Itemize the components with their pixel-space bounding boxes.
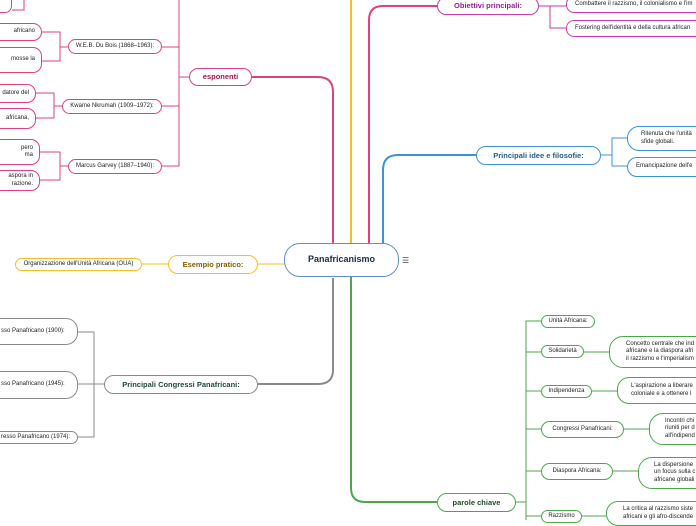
trunk-purple bbox=[368, 5, 437, 244]
idea-2[interactable]: Emancipazione dell'e bbox=[627, 157, 696, 177]
keyword-indipendenza-label: Indipendenza bbox=[548, 387, 585, 394]
branch-obiettivi-label: Obiettivi principali: bbox=[454, 1, 522, 11]
note-indipendenza-text: L'aspirazione a liberare coloniale e a o… bbox=[631, 383, 693, 397]
obiettivo-1[interactable]: Combattere il razzismo, il colonialismo … bbox=[566, 0, 696, 13]
person-dubois[interactable]: W.E.B. Du Bois (1868–1963): bbox=[68, 39, 162, 54]
central-topic[interactable]: Panafricanismo bbox=[284, 243, 399, 277]
note-solidarieta-text: Concetto centrale che ind africane e la … bbox=[626, 340, 695, 362]
branch-esempio[interactable]: Esempio pratico: bbox=[168, 255, 258, 274]
keyword-solidarieta-label: Solidarietà bbox=[548, 347, 577, 354]
note-congressi-text: Incontri chi riuniti per d all'indipend bbox=[665, 417, 695, 439]
top-left-cut-node[interactable] bbox=[0, 0, 12, 13]
note-diaspora[interactable]: La dispersione un focus sulla c africane… bbox=[638, 457, 696, 489]
note-garvey-1-text: pero ma bbox=[20, 144, 33, 159]
branch-idee[interactable]: Principali idee e filosofie: bbox=[476, 146, 601, 165]
note-garvey-2-text: aspora in razione. bbox=[8, 173, 33, 187]
obiettivo-2-text: Fostering dell'identità e della cultura … bbox=[575, 24, 691, 31]
person-garvey-label: Marcus Garvey (1887–1940): bbox=[75, 162, 155, 169]
note-nkrumah-1-text: datore del bbox=[2, 89, 29, 96]
esempio-oua-text: Organizzazione dell'Unità Africana (OUA) bbox=[23, 260, 134, 267]
note-razzismo-text: La critica al razzismo siste africani e … bbox=[623, 506, 694, 520]
keyword-solidarieta[interactable]: Solidarietà bbox=[541, 345, 584, 358]
keyword-indipendenza[interactable]: Indipendenza bbox=[541, 385, 592, 398]
keyword-diaspora-label: Diaspora Africana: bbox=[552, 467, 602, 474]
congresso-1945[interactable]: sso Panafricano (1945): bbox=[0, 371, 78, 399]
congresso-1900[interactable]: sso Panafricano (1900): bbox=[0, 318, 78, 345]
esempio-oua[interactable]: Organizzazione dell'Unità Africana (OUA) bbox=[15, 258, 142, 271]
branch-parole-chiave-label: parole chiave bbox=[452, 497, 501, 507]
note-garvey-2[interactable]: aspora in razione. bbox=[0, 170, 40, 191]
keyword-diaspora[interactable]: Diaspora Africana: bbox=[541, 463, 613, 480]
branch-parole-chiave[interactable]: parole chiave bbox=[437, 493, 516, 512]
person-nkrumah-label: Kwame Nkrumah (1909–1972): bbox=[70, 102, 154, 109]
obiettivo-2[interactable]: Fostering dell'identità e della cultura … bbox=[566, 20, 696, 37]
trunk-blue bbox=[382, 154, 476, 244]
congresso-1974[interactable]: resso Panafricano (1974): bbox=[0, 431, 78, 444]
keyword-congressi-label: Congressi Panafricani: bbox=[552, 425, 613, 432]
keyword-razzismo[interactable]: Razzismo bbox=[541, 510, 582, 523]
note-congressi[interactable]: Incontri chi riuniti per d all'indipend bbox=[649, 413, 696, 445]
keyword-congressi[interactable]: Congressi Panafricani: bbox=[541, 421, 624, 438]
menu-lines-icon[interactable]: ☰ bbox=[402, 256, 410, 265]
person-nkrumah[interactable]: Kwame Nkrumah (1909–1972): bbox=[62, 99, 162, 114]
idea-2-text: Emancipazione dell'e bbox=[636, 163, 693, 170]
trunk-pink bbox=[252, 76, 334, 243]
keyword-unita-label: Unità Africana: bbox=[548, 317, 588, 324]
note-diaspora-text: La dispersione un focus sulla c africane… bbox=[654, 461, 696, 483]
idea-1[interactable]: Ritenuta che l'unità sfide globali. bbox=[627, 126, 696, 151]
congresso-1974-text: resso Panafricano (1974): bbox=[1, 433, 71, 440]
trunk-green bbox=[350, 277, 437, 503]
person-dubois-label: W.E.B. Du Bois (1868–1963): bbox=[75, 42, 155, 49]
note-solidarieta[interactable]: Concetto centrale che ind africane e la … bbox=[609, 336, 696, 368]
note-garvey-1[interactable]: pero ma bbox=[0, 139, 40, 165]
note-dubois-1-text: africano bbox=[13, 28, 35, 35]
trunk-gray bbox=[258, 278, 334, 385]
central-topic-label: Panafricanismo bbox=[307, 254, 376, 265]
note-nkrumah-2[interactable]: africana, bbox=[0, 108, 36, 129]
congresso-1945-text: sso Panafricano (1945): bbox=[1, 381, 65, 388]
idea-1-text: Ritenuta che l'unità sfide globali. bbox=[641, 131, 692, 145]
note-dubois-2[interactable]: mosse la bbox=[0, 47, 42, 73]
person-garvey[interactable]: Marcus Garvey (1887–1940): bbox=[68, 159, 162, 174]
branch-obiettivi[interactable]: Obiettivi principali: bbox=[437, 0, 539, 15]
note-indipendenza[interactable]: L'aspirazione a liberare coloniale e a o… bbox=[617, 377, 696, 404]
keyword-razzismo-label: Razzismo bbox=[548, 512, 575, 519]
branch-esponenti[interactable]: esponenti bbox=[189, 68, 252, 86]
branch-esempio-label: Esempio pratico: bbox=[182, 259, 244, 269]
branch-congressi-label: Principali Congressi Panafricani: bbox=[122, 379, 240, 389]
note-nkrumah-2-text: africana, bbox=[5, 114, 29, 121]
obiettivo-1-text: Combattere il razzismo, il colonialismo … bbox=[575, 0, 693, 7]
note-dubois-2-text: mosse la bbox=[10, 56, 35, 63]
note-nkrumah-1[interactable]: datore del bbox=[0, 84, 36, 103]
congresso-1900-text: sso Panafricano (1900): bbox=[1, 327, 65, 334]
branch-idee-label: Principali idee e filosofie: bbox=[493, 150, 584, 160]
branch-congressi[interactable]: Principali Congressi Panafricani: bbox=[104, 375, 258, 394]
branch-esponenti-label: esponenti bbox=[202, 72, 239, 82]
note-razzismo[interactable]: La critica al razzismo siste africani e … bbox=[606, 501, 696, 526]
note-dubois-1[interactable]: africano bbox=[0, 23, 42, 41]
keyword-unita[interactable]: Unità Africana: bbox=[541, 315, 595, 328]
